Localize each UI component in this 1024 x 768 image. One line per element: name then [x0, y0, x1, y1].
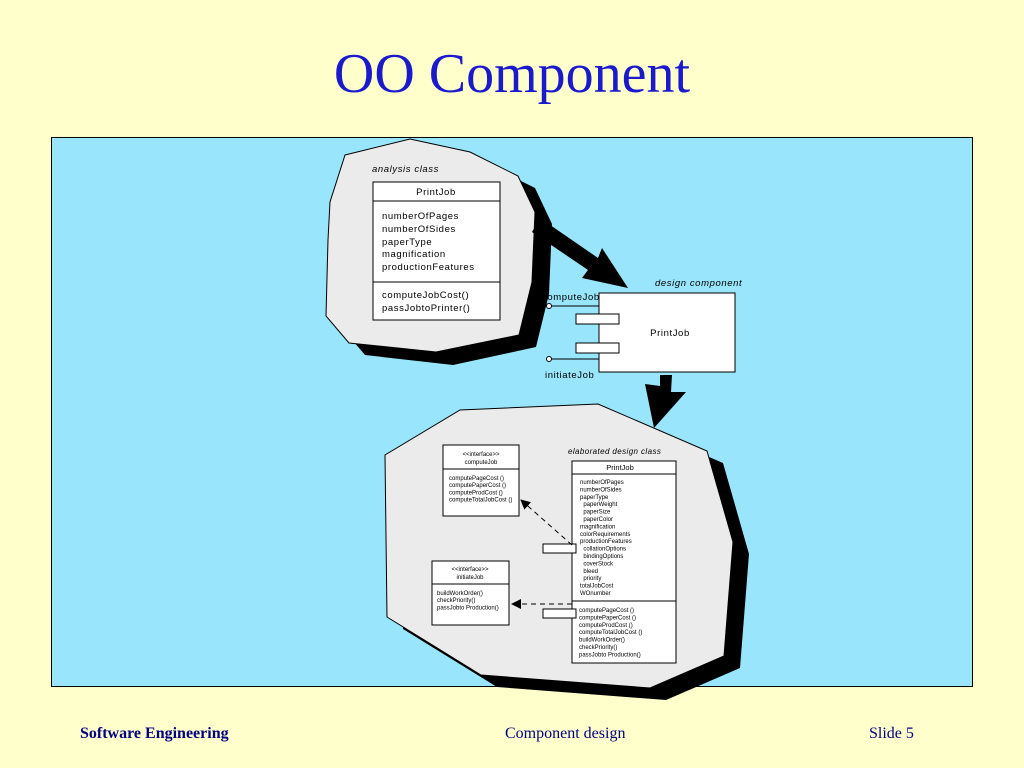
analysis-attribute: paperType: [382, 237, 432, 248]
computejob-operation: computePaperCost (): [449, 483, 506, 489]
analysis-operation: computeJobCost(): [382, 290, 469, 301]
initiatejob-operations: buildWorkOrder()checkPriority()passJobto…: [437, 591, 499, 611]
refine-arrow-1: [532, 218, 628, 288]
elaborated-operation: computeProdCost (): [579, 623, 633, 629]
analysis-caption: analysis class: [372, 164, 439, 175]
initiatejob-operation: passJobto Production(): [437, 605, 499, 611]
design-component-box: [575, 292, 736, 373]
computejob-operations: computePageCost ()computePaperCost ()com…: [449, 476, 512, 504]
computejob-operation: computePageCost (): [449, 476, 504, 482]
analysis-attribute: productionFeatures: [382, 262, 475, 273]
elaborated-attribute: numberOfPages: [580, 480, 624, 486]
elaborated-attribute: magnification: [580, 524, 615, 530]
initiatejob-interface-box: [431, 560, 510, 626]
footer-slide-number: Slide 5: [869, 725, 914, 742]
initiatejob-interface-label: initiateJob: [545, 370, 594, 381]
initiatejob-name: initiateJob: [456, 575, 484, 581]
elaborated-attribute: paperWeight: [580, 502, 618, 508]
elaborated-attribute: numberOfSides: [580, 487, 622, 493]
elaborated-attribute: paperColor: [580, 517, 613, 523]
analysis-attribute: numberOfSides: [382, 224, 456, 235]
elaborated-operation: computeTotalJobCost (): [579, 630, 642, 636]
elaborated-attribute: paperSize: [580, 510, 611, 516]
computejob-stereotype: <<interface>>: [462, 452, 500, 458]
refine-arrow-2: [645, 375, 686, 428]
elaborated-attribute: priority: [580, 576, 601, 582]
design-component-caption: design component: [655, 278, 742, 289]
computejob-operation: computeTotalJobCost (): [449, 498, 512, 504]
analysis-attribute: magnification: [382, 249, 446, 260]
analysis-class-name: PrintJob: [416, 187, 456, 198]
analysis-operation: passJobtoPrinter(): [382, 303, 470, 314]
analysis-class-box: [372, 181, 501, 321]
computejob-interface-lollipop: [546, 303, 599, 309]
elaborated-attribute: coverStock: [580, 561, 614, 567]
slide-title: OO Component: [333, 43, 691, 105]
elaborated-attribute: WOnumber: [580, 591, 611, 597]
elaborated-operations: computePageCost ()computePaperCost () com…: [579, 608, 642, 658]
elaborated-operation: computePaperCost (): [579, 615, 636, 621]
elaborated-attribute: totalJobCost: [580, 584, 614, 590]
computejob-name: computeJob: [465, 460, 498, 466]
design-component-name: PrintJob: [650, 328, 690, 339]
computejob-interface-box: [442, 444, 520, 517]
elaborated-class-box: [542, 460, 677, 664]
elaborated-attribute: colorRequirements: [580, 532, 630, 538]
footer-course: Software Engineering: [80, 725, 229, 742]
initiatejob-operation: buildWorkOrder(): [437, 591, 483, 597]
elaborated-operation: checkPriority(): [579, 645, 617, 651]
computejob-operation: computeProdCost (): [449, 490, 503, 496]
elaborated-operation: passJobto Production(): [579, 652, 641, 658]
computejob-interface-label: computeJob: [542, 292, 600, 303]
elaborated-operation: computePageCost (): [579, 608, 634, 614]
elaborated-attribute: productionFeatures: [580, 539, 632, 545]
footer-topic: Component design: [505, 725, 626, 742]
elaborated-class-name: PrintJob: [606, 463, 634, 472]
elaborated-caption: elaborated design class: [568, 447, 661, 456]
analysis-attribute: numberOfPages: [382, 211, 459, 222]
elaborated-attribute: bleed: [580, 569, 598, 575]
initiatejob-stereotype: <<interface>>: [451, 567, 489, 573]
dependency-arrow-computejob: [520, 499, 573, 546]
elaborated-attribute: bindingOptions: [580, 554, 623, 560]
elaborated-attribute: collationOptions: [580, 547, 626, 553]
initiatejob-operation: checkPriority(): [437, 598, 475, 604]
elaborated-operation: buildWorkOrder(): [579, 638, 625, 644]
elaborated-attribute: paperType: [580, 495, 609, 501]
initiatejob-interface-lollipop: [546, 356, 599, 362]
